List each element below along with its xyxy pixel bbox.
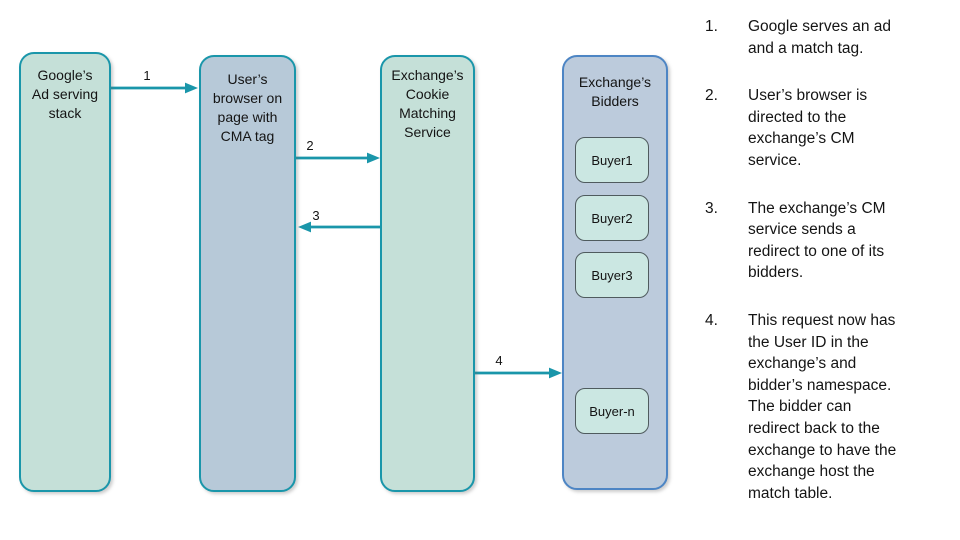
node-title-exchange-bidders: Exchange’s Bidders bbox=[578, 74, 652, 109]
step-text: User’s browser is directed to the exchan… bbox=[748, 87, 868, 169]
step-text: The exchange’s CM service sends a redire… bbox=[748, 199, 886, 282]
buyer1-box: Buyer1 bbox=[575, 137, 649, 183]
buyer-n-box: Buyer-n bbox=[575, 388, 649, 434]
step-item-2: 2. User’s browser is directed to the exc… bbox=[705, 85, 950, 171]
arrow-1-label: 1 bbox=[143, 68, 151, 83]
node-exchange-bidders: Exchange’s Bidders Buyer1 Buyer2 Buyer3 … bbox=[562, 55, 668, 490]
node-title-googles-ad-serving-stack: Google’s Ad serving stack bbox=[31, 67, 99, 121]
step-number: 1. bbox=[705, 18, 718, 35]
buyer-n-label: Buyer-n bbox=[589, 403, 635, 419]
step-item-1: 1. Google serves an ad and a match tag. bbox=[705, 16, 950, 59]
buyer2-box: Buyer2 bbox=[575, 195, 649, 241]
steps-list: 1. Google serves an ad and a match tag. … bbox=[705, 16, 950, 530]
step-number: 2. bbox=[705, 87, 718, 105]
step-text: Google serves an ad and a match tag. bbox=[748, 18, 892, 57]
buyer3-box: Buyer3 bbox=[575, 252, 649, 298]
node-googles-ad-serving-stack: Google’s Ad serving stack bbox=[19, 52, 111, 492]
node-title-users-browser: User’s browser on page with CMA tag bbox=[212, 71, 283, 144]
arrow-4-label: 4 bbox=[495, 353, 503, 368]
arrow-4 bbox=[475, 367, 562, 379]
arrow-2 bbox=[296, 152, 380, 164]
buyer1-label: Buyer1 bbox=[591, 152, 633, 168]
arrow-1 bbox=[111, 82, 198, 94]
arrow-3-label: 3 bbox=[312, 208, 320, 223]
node-title-exchange-cookie-matching-service: Exchange’s Cookie Matching Service bbox=[391, 67, 464, 140]
node-exchange-cookie-matching-service: Exchange’s Cookie Matching Service bbox=[380, 55, 475, 492]
step-item-3: 3. The exchange’s CM service sends a red… bbox=[705, 198, 950, 284]
node-users-browser: User’s browser on page with CMA tag bbox=[199, 55, 296, 492]
arrow-2-label: 2 bbox=[306, 138, 314, 153]
step-item-4: 4. This request now has the User ID in t… bbox=[705, 310, 950, 504]
arrow-3 bbox=[298, 221, 380, 233]
buyer3-label: Buyer3 bbox=[591, 267, 633, 283]
step-text: This request now has the User ID in the … bbox=[748, 311, 897, 502]
step-number: 4. bbox=[705, 311, 718, 329]
buyer2-label: Buyer2 bbox=[591, 210, 633, 226]
step-number: 3. bbox=[705, 199, 718, 217]
